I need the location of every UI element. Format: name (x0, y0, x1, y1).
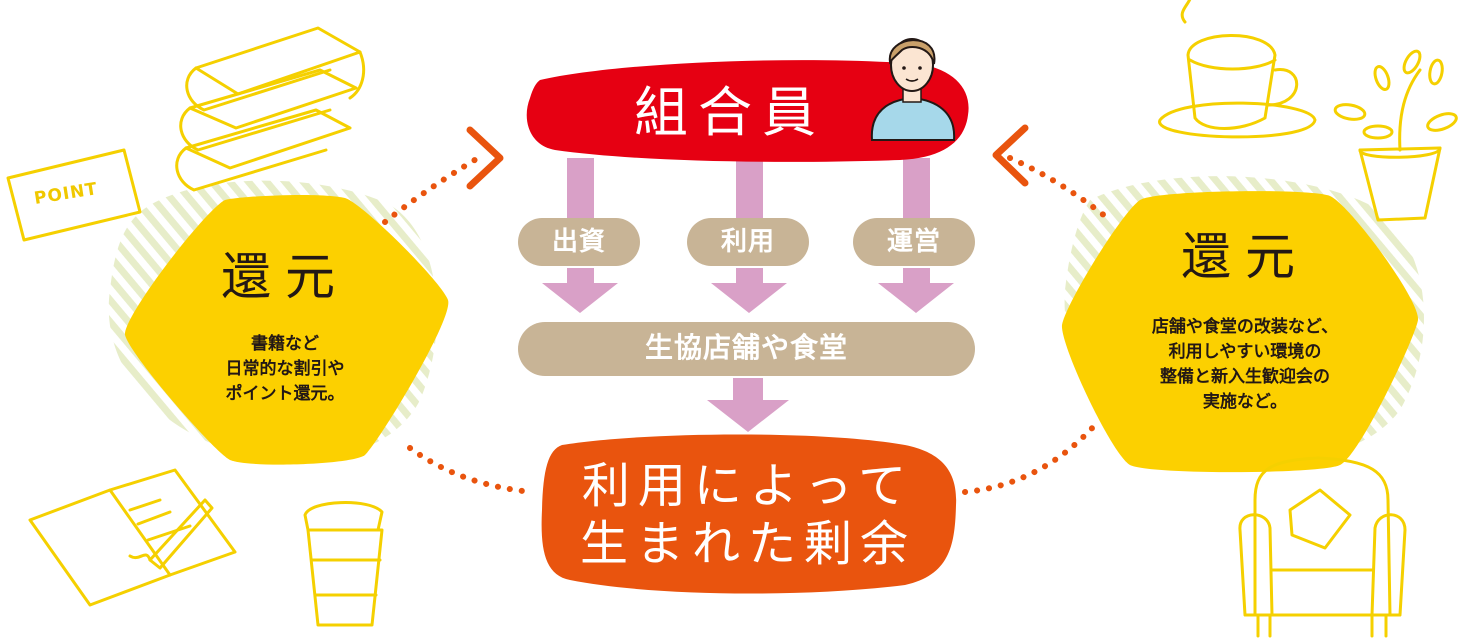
teacup-icon (1158, 0, 1317, 139)
person-avatar-icon (870, 38, 956, 141)
plant-icon (1333, 49, 1458, 222)
dotted-line-left-lower (407, 445, 535, 495)
return-title-right: 還元 (1181, 228, 1309, 286)
action-label-contribution: 出資 (551, 227, 606, 257)
return-hexagon-right (1061, 191, 1419, 473)
arrow-down-1 (542, 268, 618, 313)
surplus-label-line1: 利用によって (581, 458, 915, 514)
pill-contribution (518, 218, 640, 266)
dotted-line-right-lower (962, 422, 1098, 495)
chevron-left-icon (466, 126, 504, 190)
arrow-down-main (707, 378, 789, 432)
books-icon (175, 26, 366, 192)
stores-label: 生協店舗や食堂 (644, 331, 848, 364)
dotted-cycle-lines (382, 155, 1113, 495)
surplus-blob (541, 434, 957, 594)
pill-operation (853, 218, 975, 266)
return-description-right: 店舗や食堂の改装など、 利用しやすい環境の 整備と新入生歓迎会の 実施など。 (1151, 317, 1339, 412)
return-description-left: 書籍など 日常的な割引や ポイント還元。 (225, 334, 345, 404)
member-blob (526, 60, 969, 162)
stores-bar (518, 322, 975, 376)
surplus-label-line2: 生まれた剰余 (579, 516, 916, 572)
flow-arrows (542, 158, 954, 432)
arrow-down-2 (711, 268, 787, 313)
arrow-down-3 (878, 268, 954, 313)
dotted-line-left-upper (382, 155, 481, 225)
action-label-operation: 運営 (886, 227, 941, 257)
pill-usage (687, 218, 809, 266)
member-label: 組合員 (634, 81, 826, 144)
coffee-cup-icon (303, 501, 384, 627)
action-label-usage: 利用 (720, 227, 775, 257)
chevron-right-icon (992, 124, 1029, 187)
notebook-pen-icon (28, 468, 237, 607)
armchair-icon (1238, 456, 1407, 638)
dotted-line-right-upper (1007, 155, 1113, 223)
return-hexagon-left (124, 194, 449, 465)
return-title-left: 還元 (221, 248, 349, 306)
point-card-icon (6, 148, 142, 242)
